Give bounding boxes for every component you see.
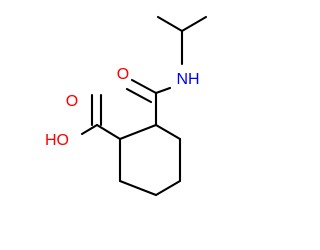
bond-isopropyl-right xyxy=(180,15,208,33)
hydroxyl-group-label: HO xyxy=(45,132,69,149)
bond-ring-1 xyxy=(154,123,182,141)
molecule-diagram: O NH O HO xyxy=(45,15,208,197)
amide-oxygen-label: O xyxy=(117,66,129,83)
bond-amide-carbonyl-b xyxy=(125,87,153,104)
bond-ring-3 xyxy=(154,179,182,197)
amide-nitrogen-label: NH xyxy=(176,71,199,88)
bond-ring-to-acid-carbon xyxy=(95,123,122,141)
bond-amide-carbonyl-a xyxy=(130,78,158,95)
bond-ring-4 xyxy=(118,179,158,197)
bond-ring-6 xyxy=(118,123,158,141)
bond-isopropyl-left xyxy=(156,15,184,33)
bond-nitrogen-to-amide-carbon xyxy=(154,86,172,95)
carboxylic-oxygen-label: O xyxy=(66,93,78,110)
bond-acid-carbon-to-hydroxyl xyxy=(80,123,99,136)
